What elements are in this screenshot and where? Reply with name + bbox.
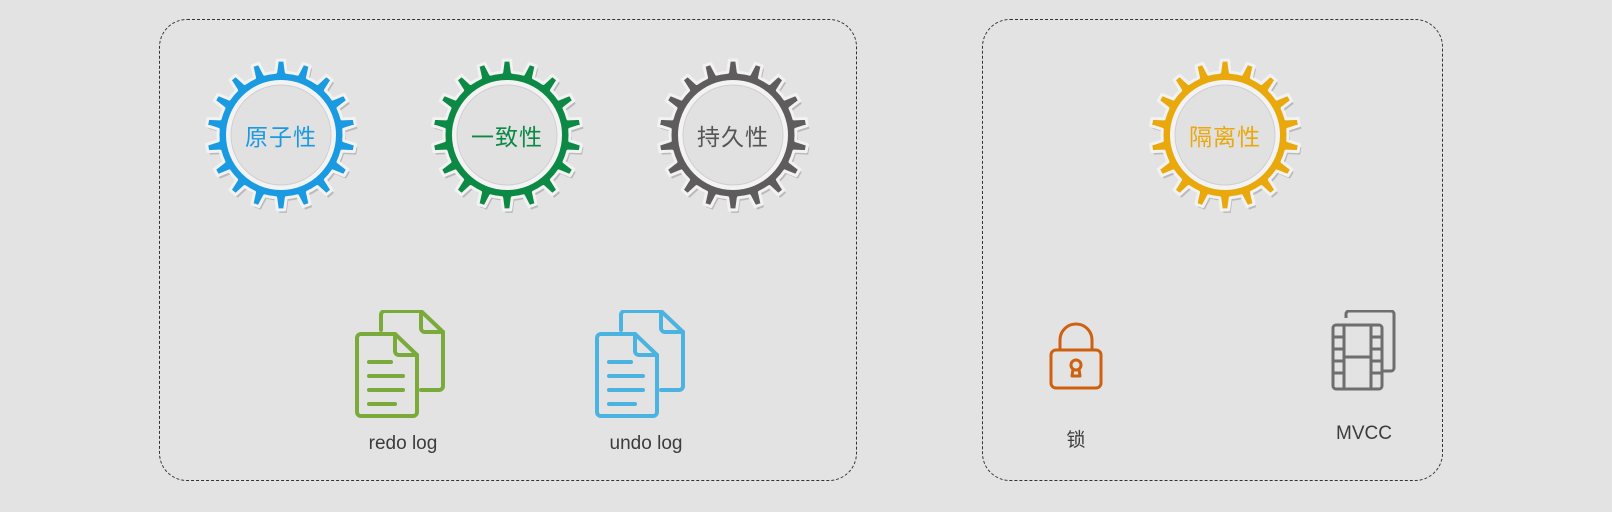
gear-atomicity: 原子性	[201, 55, 361, 215]
gear-label-atomicity: 原子性	[245, 125, 317, 151]
gear-label-consistency: 一致性	[471, 125, 543, 151]
left-group-panel	[159, 19, 857, 481]
redo-log-documents-icon	[351, 309, 447, 420]
gear-durability: 持久性	[653, 55, 813, 215]
gear-icon	[205, 58, 358, 213]
gear-label-durability: 持久性	[697, 125, 769, 151]
gear-consistency: 一致性	[427, 55, 587, 215]
lock-caption: 锁	[1066, 430, 1086, 451]
film-copy-icon	[1330, 309, 1398, 392]
undo-log-documents-icon	[591, 309, 687, 420]
mvcc-caption: MVCC	[1336, 423, 1392, 444]
lock-icon	[1048, 320, 1104, 392]
gear-label-isolation: 隔离性	[1189, 125, 1261, 151]
gear-icon	[1149, 58, 1302, 213]
gear-icon	[431, 58, 584, 213]
right-group-panel	[982, 19, 1443, 481]
gear-icon	[657, 58, 810, 213]
redo-log-caption: redo log	[368, 433, 438, 454]
undo-log-caption: undo log	[609, 433, 683, 454]
gear-isolation: 隔离性	[1145, 55, 1305, 215]
